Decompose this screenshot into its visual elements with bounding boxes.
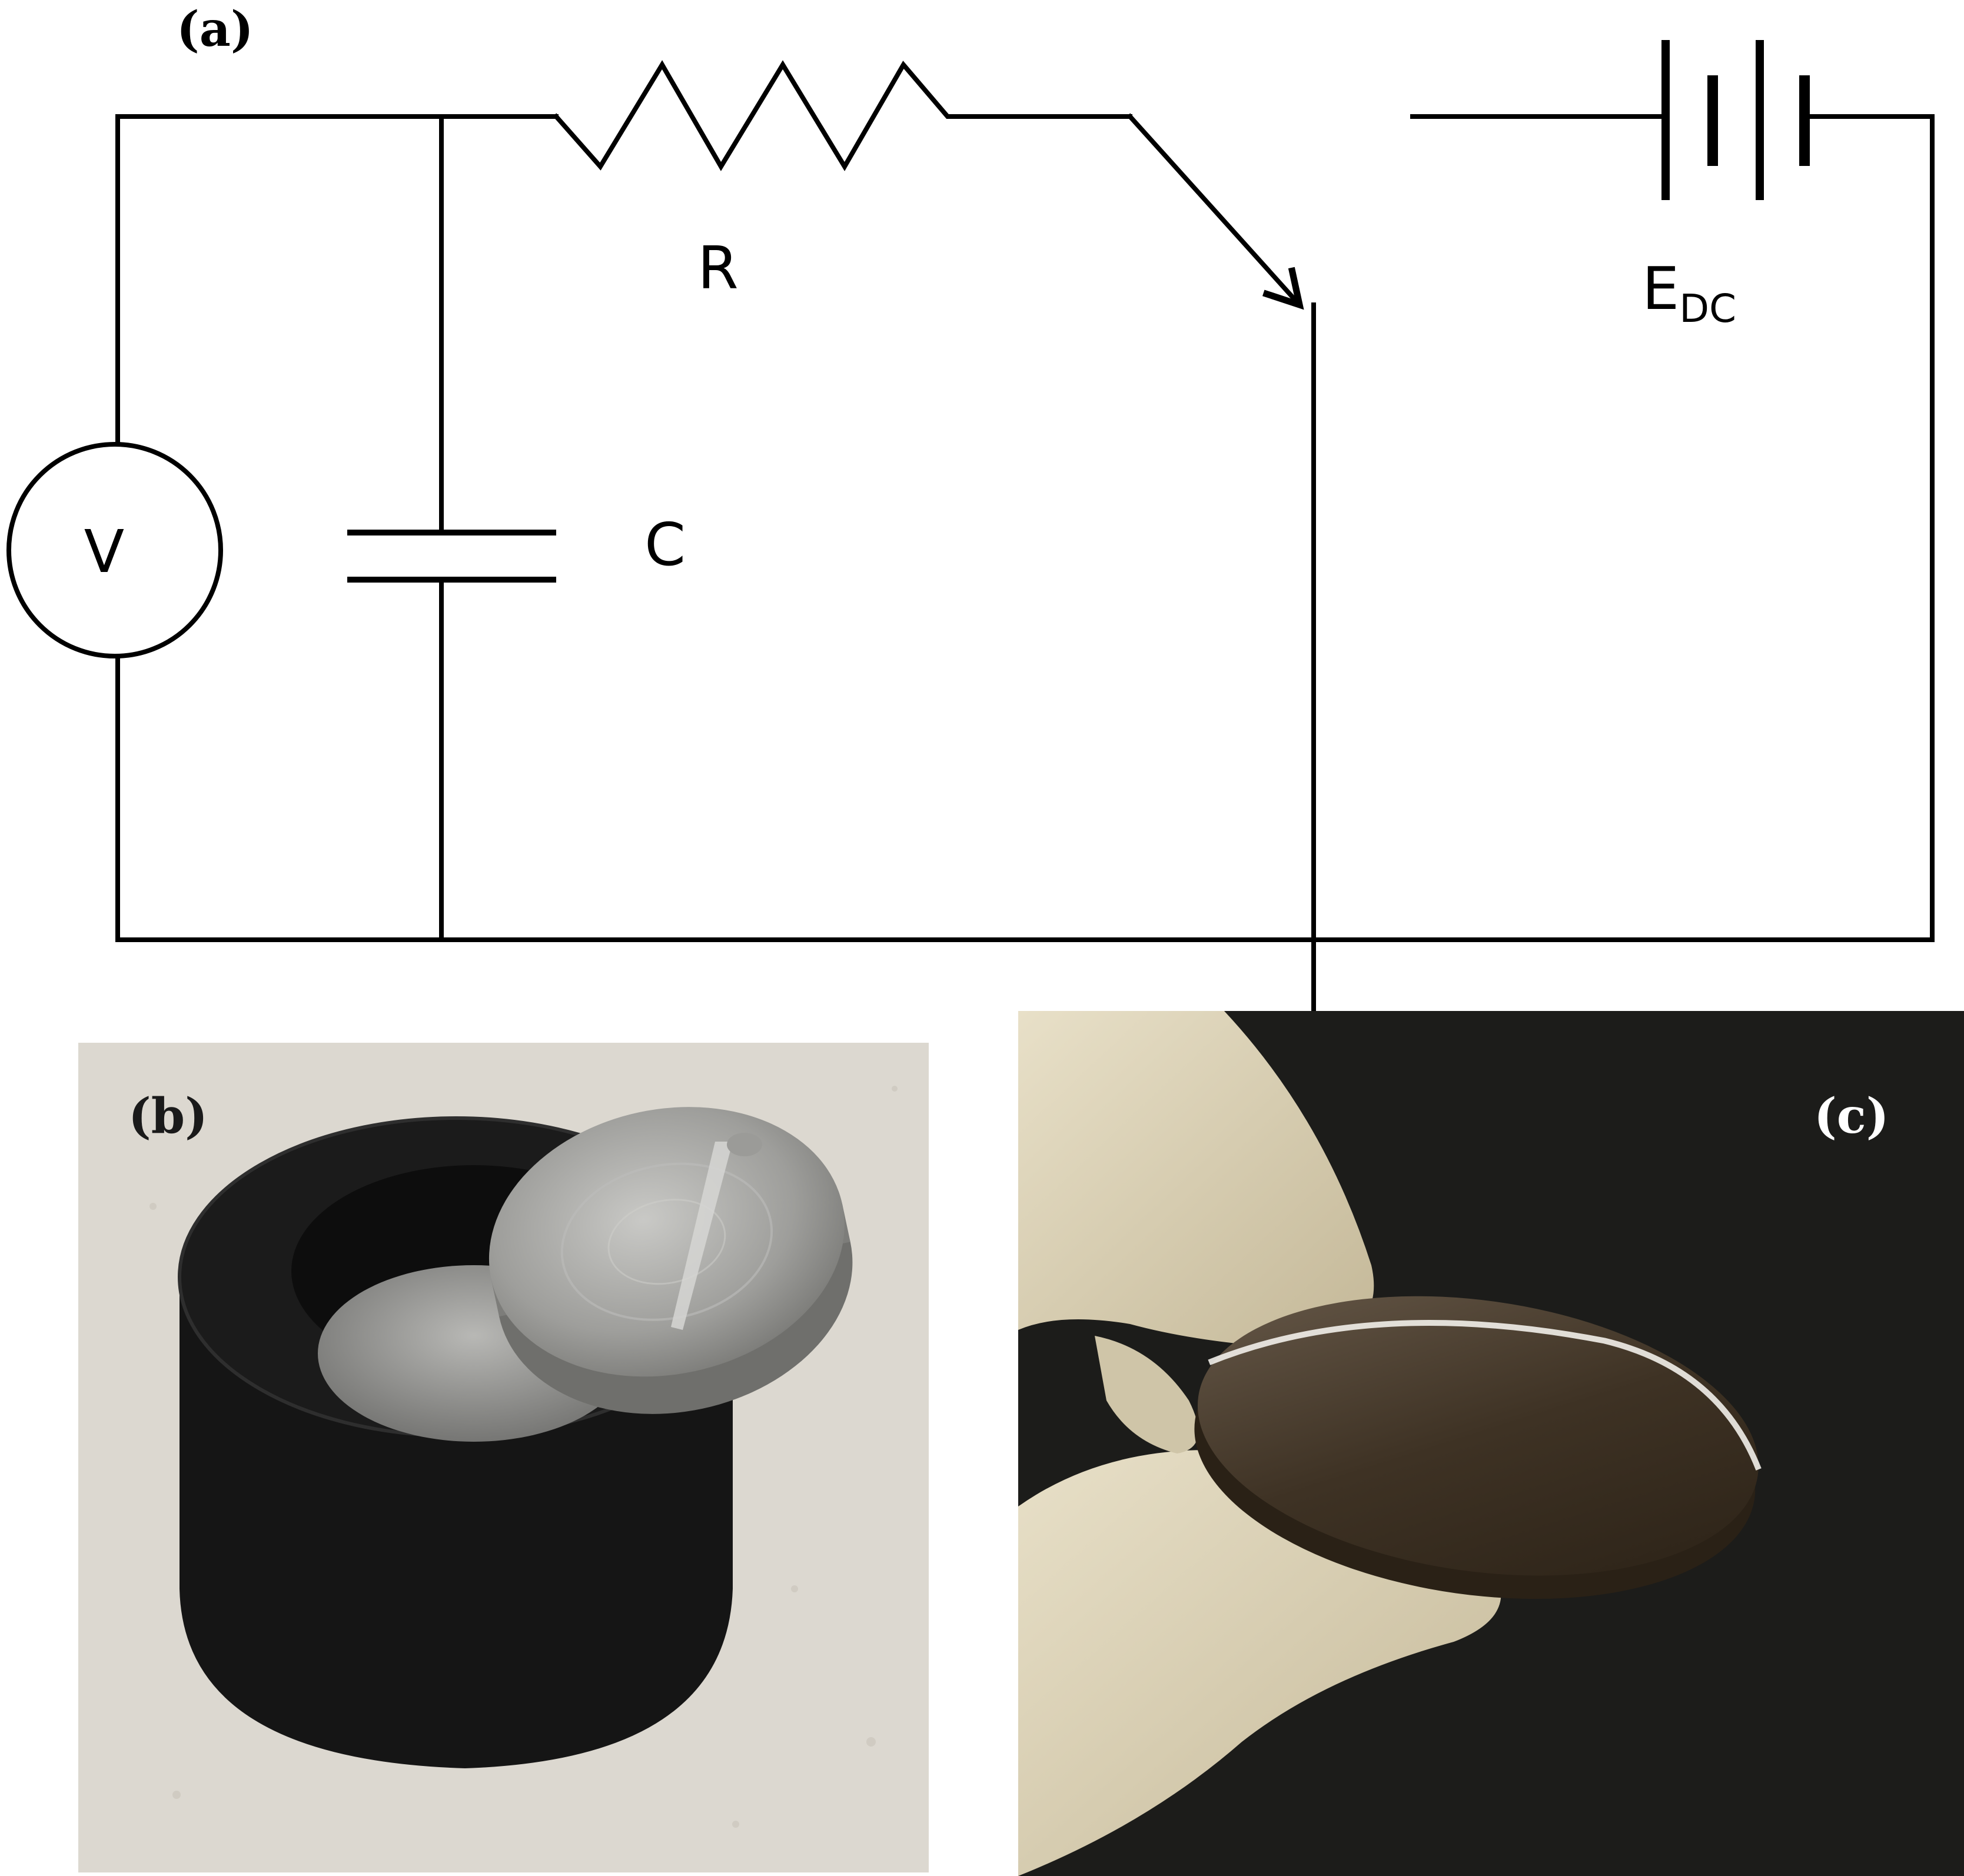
glove-upper-finger: [1018, 1011, 1374, 1348]
panel-b-label: (b): [128, 1088, 208, 1145]
panel-a-label: (a): [177, 1, 254, 58]
panel-c-label: (c): [1814, 1088, 1889, 1145]
wire-right-side: [1805, 114, 1935, 942]
mold-photo-panel: (b): [78, 1043, 929, 1872]
battery-label-main: E: [1642, 254, 1679, 323]
battery-label-subscript: DC: [1679, 286, 1736, 331]
circuit-wires: [115, 60, 1935, 1014]
wire-bottom: [115, 639, 1935, 942]
voltmeter-label: V: [84, 517, 124, 586]
glove-knuckle: [1095, 1336, 1198, 1453]
mold-lid: [488, 1107, 853, 1414]
capacitor-label: C: [644, 510, 686, 579]
pellet-disc: [1194, 1296, 1762, 1599]
lid-pin-top: [727, 1133, 762, 1156]
resistor-symbol: [553, 60, 1132, 171]
circuit-diagram-panel: (a): [6, 1, 1935, 1014]
pellet-photo-panel: (c): [1018, 1011, 1964, 1876]
lid-pin: [671, 1142, 733, 1330]
capacitor-symbol: [347, 530, 556, 583]
battery-label: EDC: [1642, 254, 1736, 331]
resistor-label: R: [697, 234, 738, 302]
switch-arm: [1126, 113, 1304, 310]
voltmeter-symbol: V: [6, 442, 223, 658]
wire-top-left: [115, 114, 559, 461]
battery-symbol: [1661, 40, 1810, 200]
